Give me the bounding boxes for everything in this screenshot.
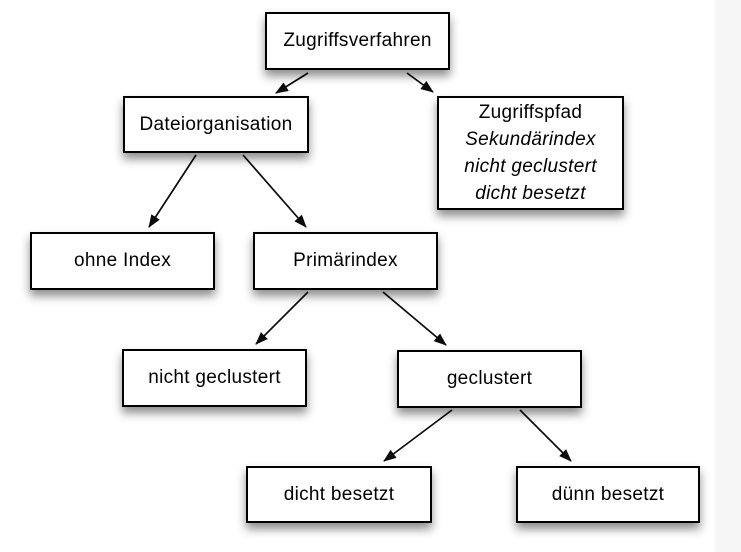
edge-zugriffsverfahren-zugriffspfad-arrow bbox=[406, 72, 434, 93]
node-dicht-besetzt: dicht besetzt bbox=[246, 466, 432, 523]
edge-dateiorganisation-ohne-index-arrow bbox=[148, 154, 197, 228]
node-zugriffsverfahren-label: Zugriffsverfahren bbox=[283, 30, 432, 52]
node-primaerindex-label: Primärindex bbox=[293, 250, 398, 272]
node-nicht-geclustert: nicht geclustert bbox=[122, 349, 307, 407]
edge-geclustert-dicht-besetzt-arrow bbox=[383, 409, 453, 462]
node-zugriffsverfahren: Zugriffsverfahren bbox=[265, 12, 450, 70]
edge-zugriffsverfahren-dateiorganisation-arrow bbox=[275, 72, 309, 94]
right-edge-gutter bbox=[715, 0, 741, 552]
node-duenn-besetzt: dünn besetzt bbox=[516, 466, 700, 523]
node-zugriffspfad-subline-3: dicht besetzt bbox=[475, 183, 586, 204]
node-nicht-geclustert-label: nicht geclustert bbox=[148, 367, 281, 389]
node-zugriffspfad: Zugriffspfad Sekundärindex nicht geclust… bbox=[437, 96, 624, 210]
node-dateiorganisation: Dateiorganisation bbox=[123, 96, 309, 153]
node-geclustert-label: geclustert bbox=[446, 368, 533, 390]
node-primaerindex: Primärindex bbox=[253, 232, 438, 290]
node-duenn-besetzt-label: dünn besetzt bbox=[551, 483, 665, 505]
node-dateiorganisation-label: Dateiorganisation bbox=[139, 113, 293, 135]
edge-geclustert-duenn-besetzt-arrow bbox=[519, 409, 572, 462]
node-dicht-besetzt-label: dicht besetzt bbox=[283, 483, 395, 505]
node-zugriffspfad-subline-2: nicht geclustert bbox=[464, 156, 597, 177]
node-zugriffspfad-label: Zugriffspfad bbox=[478, 102, 583, 123]
node-ohne-index-label: ohne Index bbox=[73, 250, 172, 272]
node-geclustert: geclustert bbox=[397, 350, 582, 408]
edge-dateiorganisation-primaerindex-arrow bbox=[242, 154, 307, 228]
edge-primaerindex-nicht-geclustert-arrow bbox=[255, 291, 309, 345]
node-ohne-index: ohne Index bbox=[30, 232, 215, 290]
edge-primaerindex-geclustert-arrow bbox=[382, 291, 447, 346]
node-zugriffspfad-subline-1: Sekundärindex bbox=[465, 129, 596, 150]
